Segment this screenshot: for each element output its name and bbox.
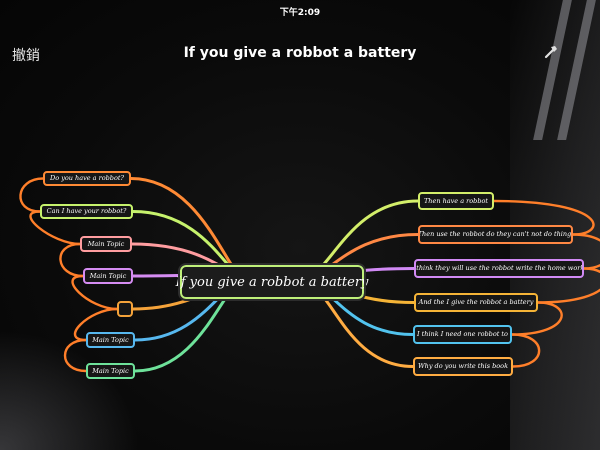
- left-topic-1[interactable]: Do you have a robbot?: [43, 171, 131, 186]
- right-topic-6[interactable]: Why do you write this book: [413, 357, 513, 376]
- left-topic-4[interactable]: Main Topic: [83, 268, 133, 284]
- relationship-line-right-3: [536, 267, 600, 304]
- right-topic-1[interactable]: Then have a robbot: [418, 192, 494, 210]
- right-topic-3[interactable]: I think they will use the robbot write t…: [414, 259, 584, 278]
- relationship-line-left-3: [59, 242, 85, 278]
- left-topic-2[interactable]: Can I have your robbot?: [40, 204, 133, 219]
- relationship-line-right-5: [510, 333, 541, 368]
- relationship-line-left-1: [19, 177, 45, 213]
- left-topic-3[interactable]: Main Topic: [80, 236, 132, 252]
- hammer-icon[interactable]: [543, 44, 559, 60]
- relationship-line-right-4: [510, 301, 563, 336]
- relationship-line-right-1: [492, 199, 595, 236]
- undo-button[interactable]: 撤銷: [12, 48, 40, 64]
- central-topic[interactable]: If you give a robbot a battery: [176, 263, 368, 301]
- status-bar-time: 下午2:09: [279, 8, 321, 18]
- left-topic-7[interactable]: Main Topic: [86, 363, 135, 379]
- left-topic-5[interactable]: [117, 301, 133, 317]
- right-topic-4[interactable]: And the I give the robbot a battery: [414, 293, 538, 312]
- document-title: If you give a robbot a battery: [183, 45, 417, 61]
- relationship-line-right-2: [571, 233, 600, 270]
- left-topic-6[interactable]: Main Topic: [86, 332, 135, 348]
- relationship-line-left-6: [63, 338, 88, 373]
- relationship-line-left-4: [71, 274, 119, 311]
- relationship-line-left-5: [73, 307, 119, 342]
- right-topic-5[interactable]: I think I need one robbot to: [413, 325, 512, 344]
- relationship-line-left-2: [29, 210, 82, 246]
- right-topic-2[interactable]: Then use the robbot do they can't not do…: [418, 225, 573, 244]
- background-glare: [0, 330, 140, 450]
